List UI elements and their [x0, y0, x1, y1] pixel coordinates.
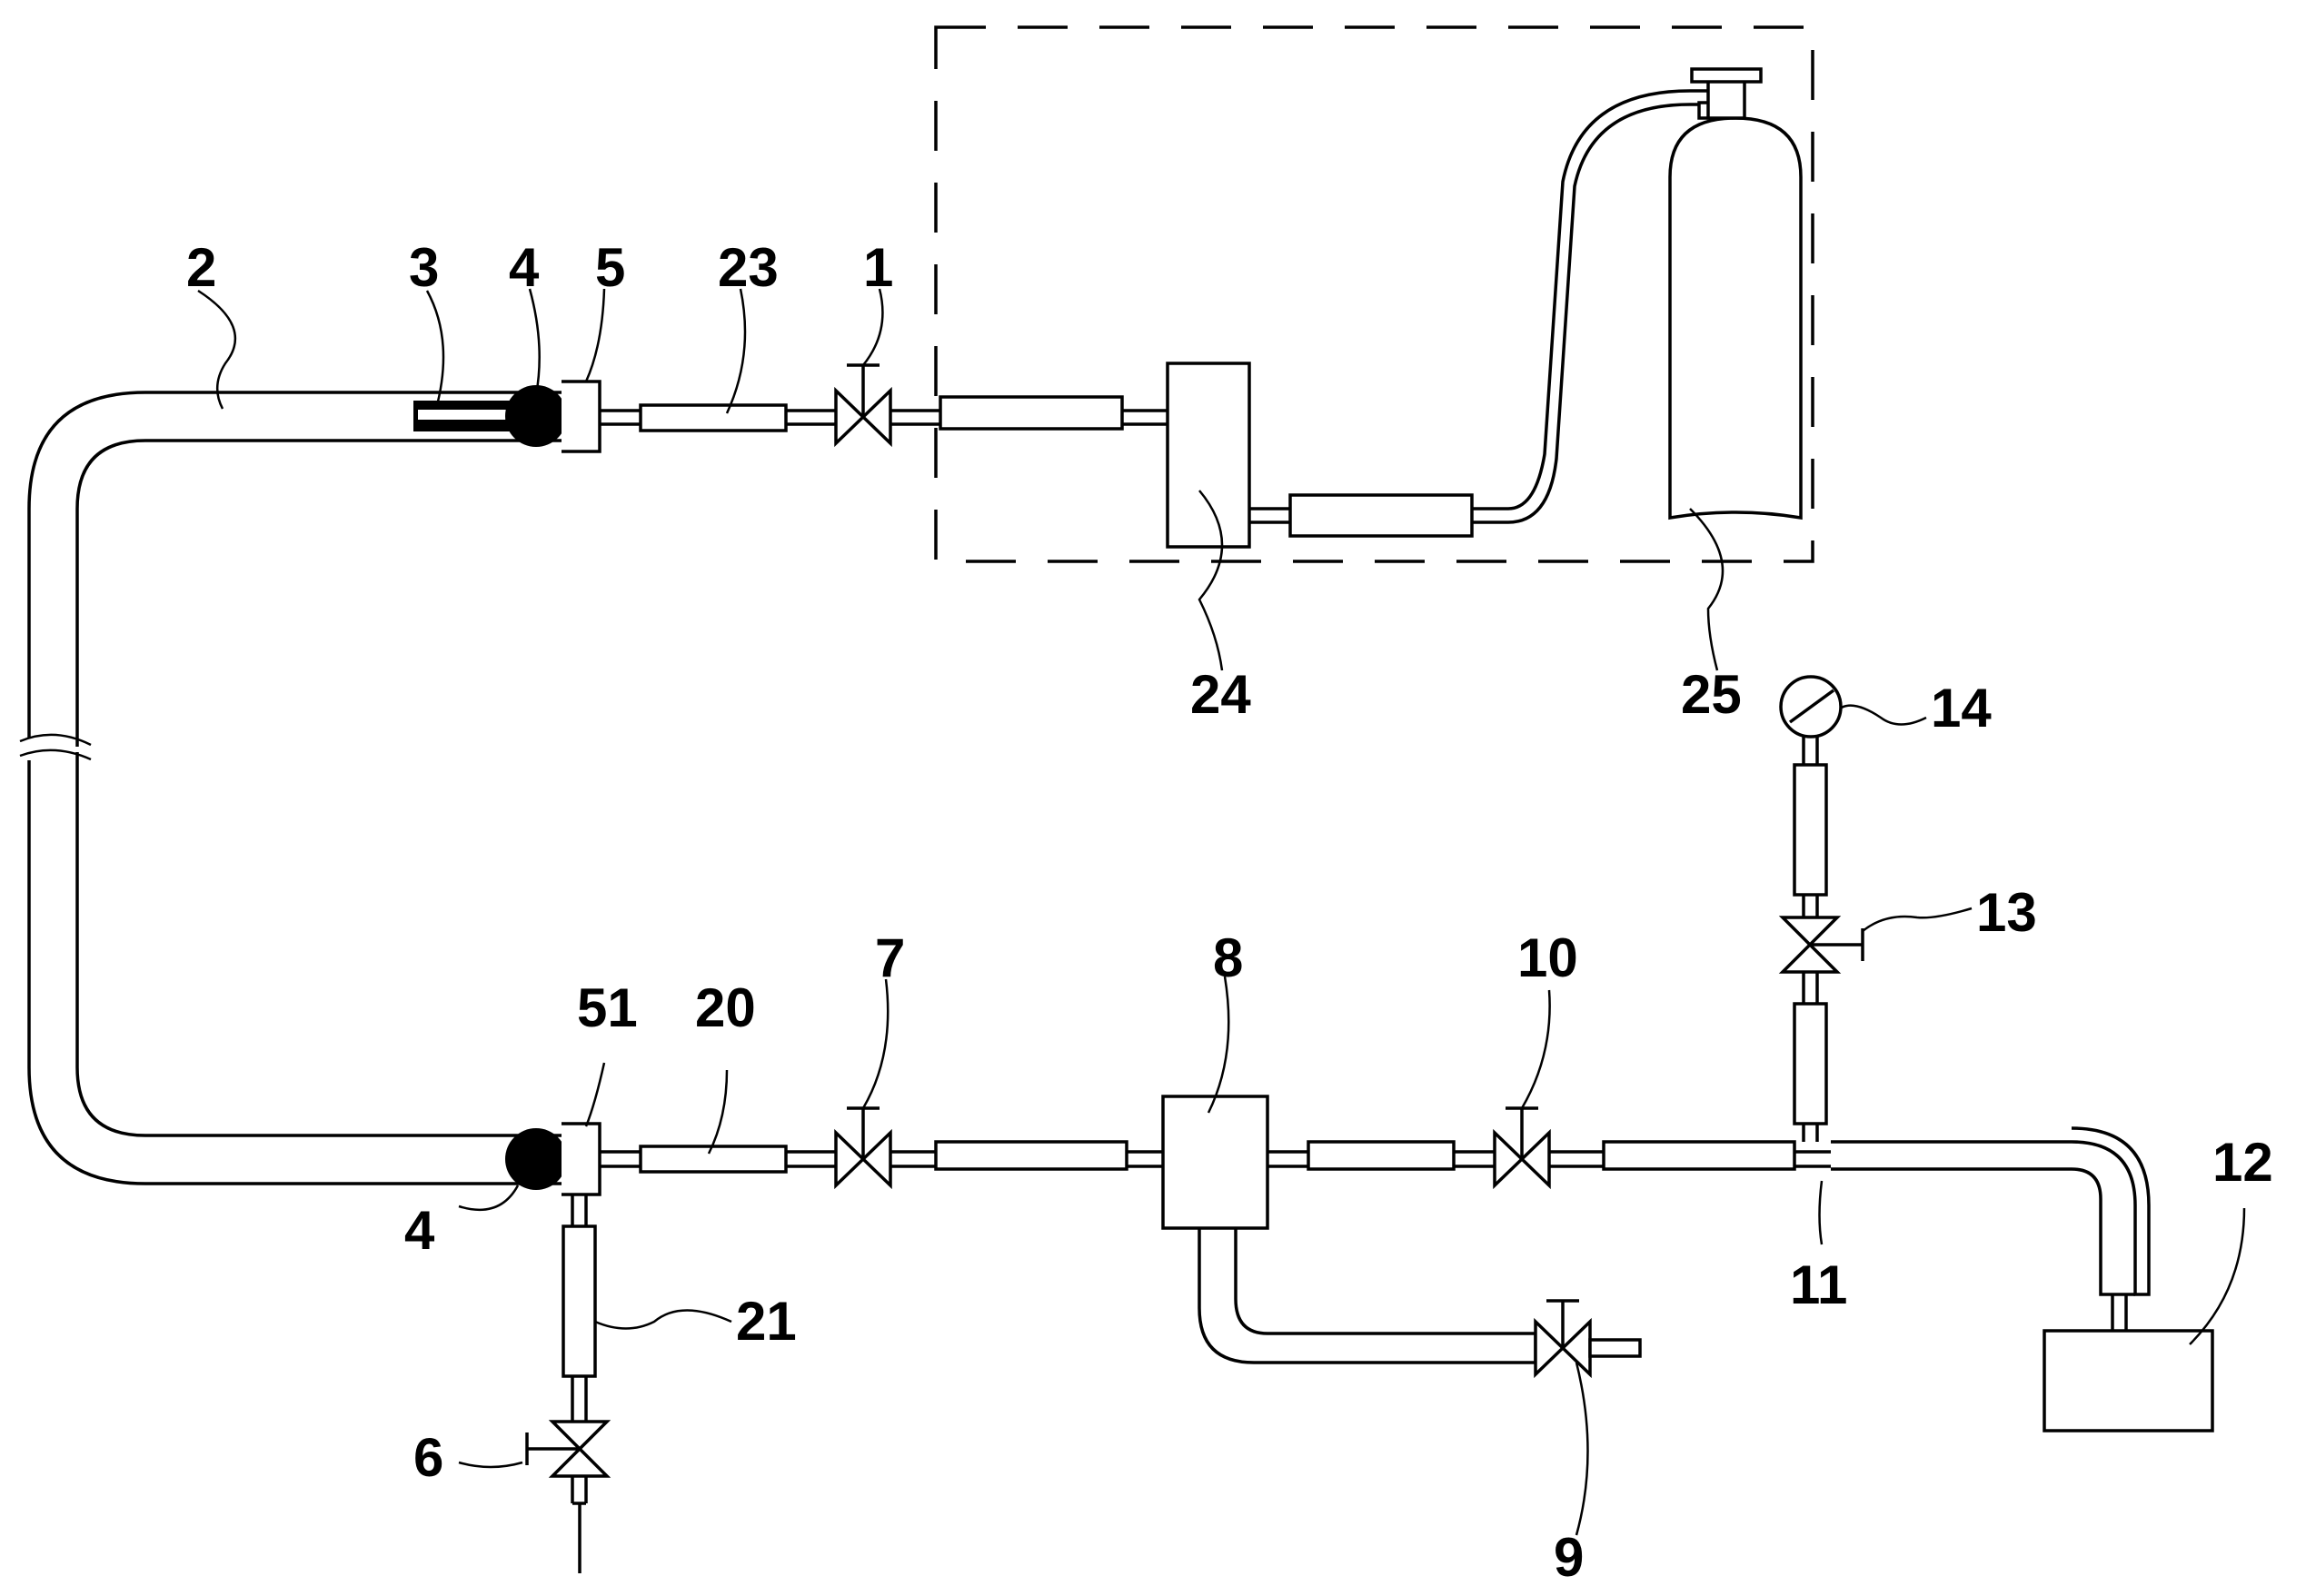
label-25: 25 [1681, 664, 1742, 725]
label-7: 7 [875, 927, 905, 988]
label-5: 5 [595, 237, 625, 298]
gauge-branch [1778, 675, 1864, 1142]
end-cap-5 [562, 380, 601, 453]
label-3: 3 [409, 237, 439, 298]
filter-21 [562, 1224, 597, 1378]
drain-branch [1198, 1228, 1642, 1379]
label-1: 1 [863, 237, 893, 298]
drain-21 [525, 1195, 611, 1573]
label-8: 8 [1213, 927, 1243, 988]
label-51: 51 [577, 977, 638, 1038]
bottom-line [600, 1095, 2214, 1432]
label-20: 20 [695, 977, 756, 1038]
filter-20 [639, 1145, 788, 1174]
cylinder-25 [1668, 67, 1803, 520]
label-13: 13 [1976, 882, 2037, 943]
label-10: 10 [1517, 927, 1578, 988]
top-line [600, 89, 1708, 549]
seal-4-bottom [505, 1128, 567, 1190]
filter-23 [639, 403, 788, 432]
label-9: 9 [1554, 1527, 1584, 1588]
unit-24 [1166, 362, 1251, 549]
label-14: 14 [1931, 678, 1992, 739]
label-21: 21 [736, 1291, 797, 1352]
dashed-enclosure [934, 25, 1814, 563]
end-cap-51 [562, 1122, 601, 1196]
label-4-top: 4 [509, 237, 540, 298]
separator-8 [1161, 1095, 1269, 1230]
leader-lines [197, 288, 2246, 1536]
tank-12 [2043, 1329, 2214, 1432]
label-6: 6 [413, 1427, 443, 1488]
label-4-bottom: 4 [404, 1200, 435, 1261]
number-labels: 2 3 4 5 23 1 24 25 14 13 51 20 7 8 10 12… [186, 237, 2273, 1588]
label-11: 11 [1790, 1254, 1847, 1315]
u-tube [19, 391, 600, 1185]
seal-4-top [505, 385, 567, 447]
label-12: 12 [2212, 1132, 2273, 1193]
label-2: 2 [186, 237, 216, 298]
label-24: 24 [1190, 664, 1251, 725]
label-23: 23 [718, 237, 779, 298]
